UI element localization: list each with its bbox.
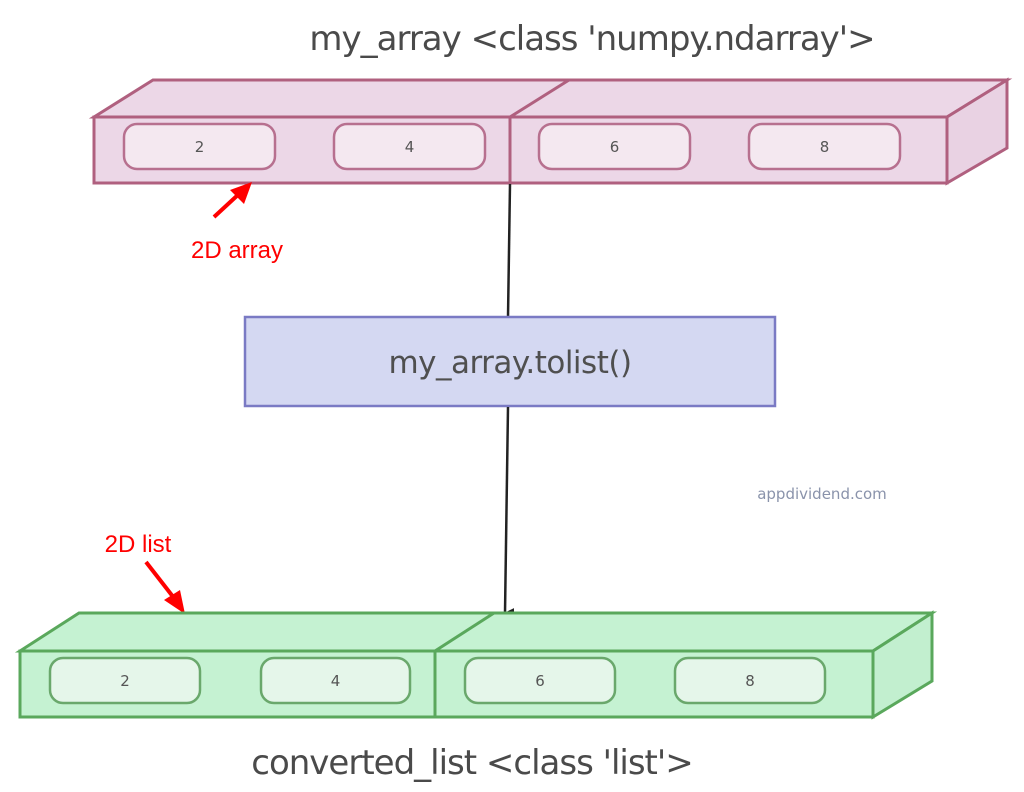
array-cell: 2: [122, 122, 277, 171]
list-cell-value: 6: [535, 672, 545, 690]
array-annotation: 2D array: [191, 182, 283, 264]
array-cell-value: 2: [195, 138, 205, 156]
bottom-title: converted_list <class 'list'>: [251, 743, 692, 783]
watermark: appdividend.com: [757, 485, 887, 503]
list-cell: 6: [463, 656, 617, 705]
annotation-label: 2D array: [191, 237, 283, 264]
list-row-divider-top: [434, 611, 495, 653]
list-cell-value: 4: [331, 672, 341, 690]
list-cell-value: 8: [745, 672, 755, 690]
array-cell: 6: [537, 122, 692, 171]
list-cell: 4: [259, 656, 412, 705]
annotation-arrow-shaft: [144, 560, 176, 600]
array-block: 2 4 6 8: [88, 77, 1013, 186]
list-block: 2 4 6 8: [14, 610, 938, 720]
array-block-top-face: [88, 78, 1013, 119]
list-block-top-face: [14, 611, 938, 653]
array-cell-value: 6: [610, 138, 620, 156]
annotation-arrow-head-icon: [230, 182, 252, 204]
annotation-label: 2D list: [105, 531, 172, 558]
array-cell-value: 4: [405, 138, 415, 156]
method-label: my_array.tolist(): [388, 345, 631, 381]
array-cell: 4: [332, 122, 487, 171]
list-annotation: 2D list: [105, 531, 185, 614]
array-cell: 8: [747, 122, 902, 171]
array-row-divider-top: [509, 78, 570, 119]
connector-line: [506, 183, 512, 318]
list-cell: 2: [48, 656, 202, 705]
list-cell-value: 2: [120, 672, 130, 690]
array-cell-value: 8: [820, 138, 830, 156]
list-cell: 8: [673, 656, 827, 705]
annotation-arrow-shaft: [212, 191, 242, 219]
connector-arrow: [503, 406, 515, 619]
method-box: my_array.tolist(): [243, 315, 777, 408]
top-title: my_array <class 'numpy.ndarray'>: [309, 19, 874, 59]
annotation-arrow-head-icon: [164, 590, 185, 614]
